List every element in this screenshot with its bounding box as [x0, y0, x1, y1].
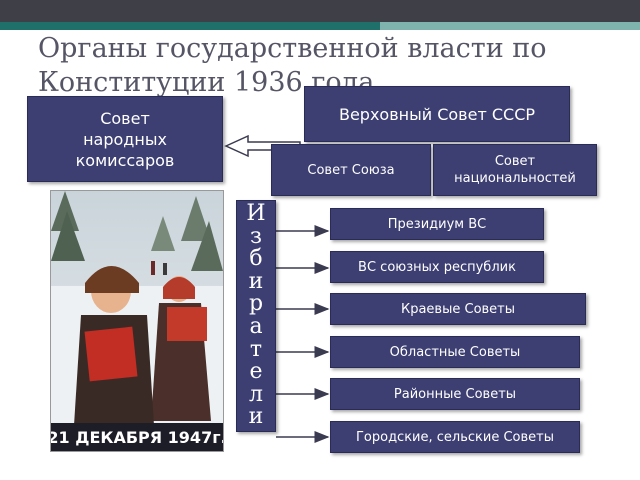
republics-box: ВС союзных республик	[330, 251, 544, 283]
district-councils-box: Районные Советы	[330, 378, 580, 410]
accent-bar	[0, 22, 640, 30]
presidium-box: Президиум ВС	[330, 208, 544, 240]
krai-councils-box: Краевые Советы	[330, 293, 586, 325]
election-poster-image: 21 ДЕКАБРЯ 1947г.	[50, 190, 224, 452]
sovnarkom-box: Совет народных комиссаров	[27, 96, 223, 182]
slide-title: Органы государственной власти по Констит…	[38, 33, 547, 98]
supreme-council-box: Верховный Совет СССР	[304, 86, 570, 142]
union-council-box: Совет Союза	[271, 144, 431, 196]
oblast-councils-box: Областные Советы	[330, 336, 580, 368]
nationalities-council-box: Совет национальностей	[433, 144, 597, 196]
poster-date-text: 21 ДЕКАБРЯ 1947г.	[51, 428, 223, 447]
top-bar	[0, 0, 640, 22]
city-village-councils-box: Городские, сельские Советы	[330, 421, 580, 453]
